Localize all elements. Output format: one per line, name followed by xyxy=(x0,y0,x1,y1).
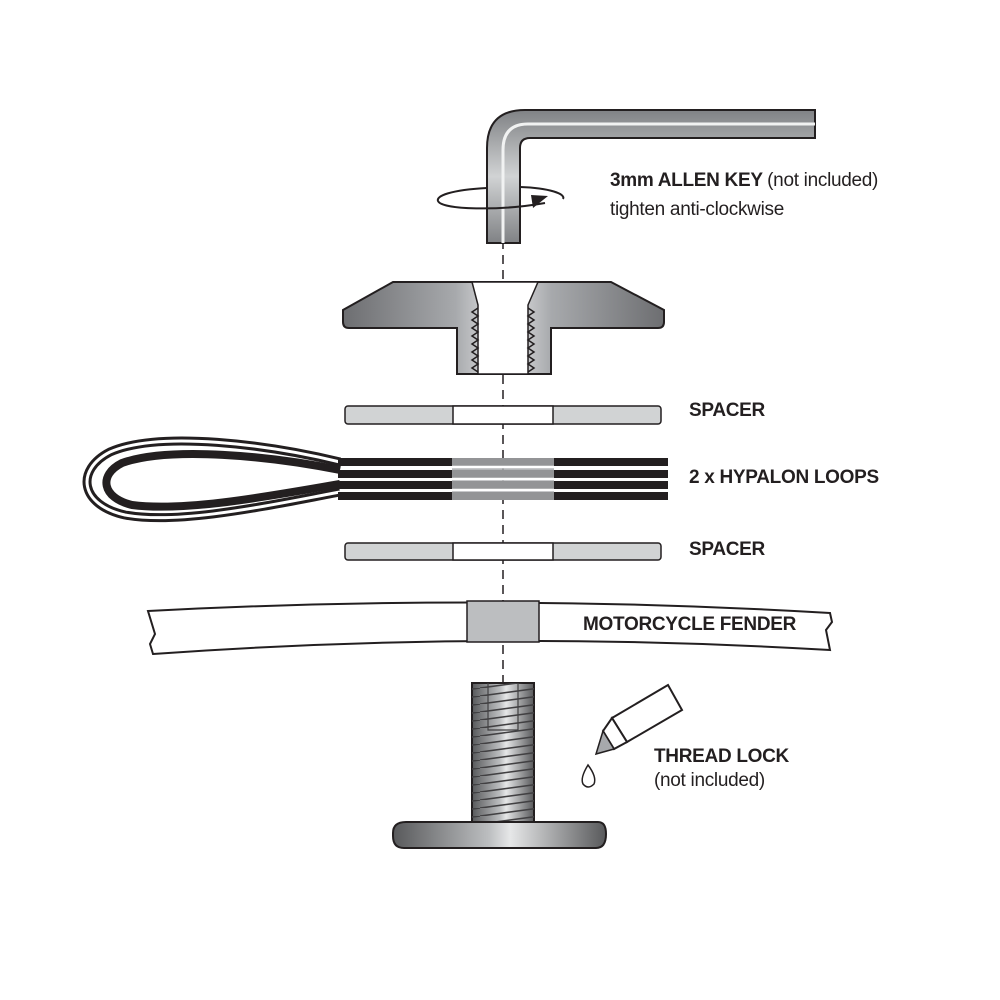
motorcycle-fender-label: MOTORCYCLE FENDER xyxy=(583,614,797,635)
hypalon-loops-label: 2 x HYPALON LOOPS xyxy=(689,467,879,488)
bolt xyxy=(392,682,608,849)
rotation-arrow-icon xyxy=(436,186,565,210)
allen-key-instruction: tighten anti-clockwise xyxy=(610,199,784,220)
allen-key xyxy=(486,109,816,244)
spacer-top xyxy=(344,405,662,425)
thread-lock-bottle-icon xyxy=(581,683,684,788)
hypalon-loops xyxy=(82,436,668,523)
allen-key-title: 3mm ALLEN KEY xyxy=(610,170,763,191)
thread-lock-label: THREAD LOCK xyxy=(654,746,789,767)
thread-lock-note: (not included) xyxy=(654,770,765,791)
allen-key-note: (not included) xyxy=(767,170,879,191)
allen-key-label: 3mm ALLEN KEY (not included) xyxy=(610,170,878,192)
cap-nut xyxy=(342,281,665,375)
spacer-bottom-label: SPACER xyxy=(689,539,765,560)
spacer-top-label: SPACER xyxy=(689,400,765,421)
motorcycle-fender xyxy=(146,600,834,656)
spacer-bottom xyxy=(344,542,662,561)
